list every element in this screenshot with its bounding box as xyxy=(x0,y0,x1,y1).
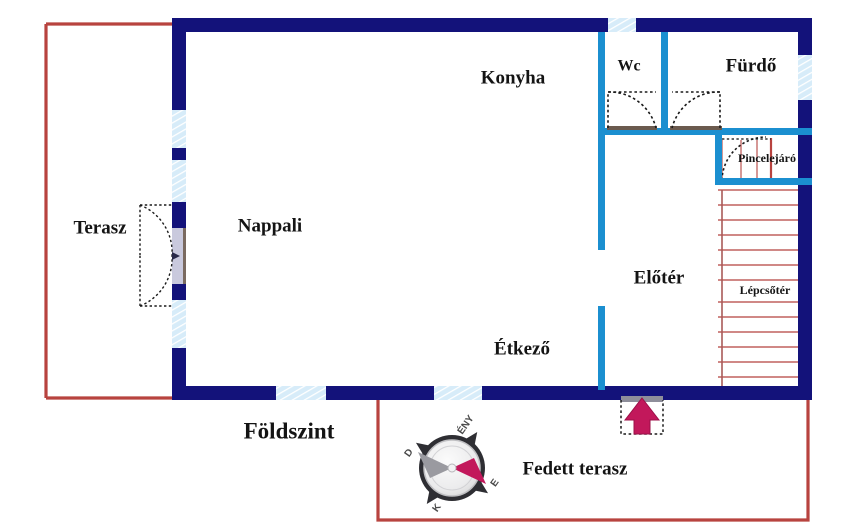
room-label-eloter: Előtér xyxy=(634,267,685,288)
door-furdo xyxy=(670,91,722,130)
page-title: Földszint xyxy=(244,418,335,443)
wall-wc-furdo xyxy=(661,32,668,128)
room-label-konyha: Konyha xyxy=(481,67,546,88)
wall-below-bath xyxy=(598,128,812,135)
wall-eloter-lower xyxy=(598,306,605,390)
wall-eloter-upper xyxy=(598,128,605,250)
room-label-fedett-terasz: Fedett terasz xyxy=(523,458,629,479)
main-entrance-arrow xyxy=(620,396,664,435)
wall-konyha-wc xyxy=(598,32,605,128)
room-label-pincelejaro: Pincelejáró xyxy=(738,151,796,165)
room-labels: Terasz Nappali Konyha Wc Fürdő Pincelejá… xyxy=(73,55,796,479)
door-wc xyxy=(607,91,657,130)
room-label-nappali: Nappali xyxy=(238,215,302,236)
room-fedett-terasz-outline xyxy=(376,400,810,522)
wall-pincelejaro-bottom xyxy=(715,178,812,185)
door-terasz-double xyxy=(139,204,186,307)
window-right xyxy=(798,55,812,100)
room-label-etkezo: Étkező xyxy=(494,337,550,359)
staircase-lepcsoter xyxy=(718,189,808,395)
wall-pincelejaro-left xyxy=(715,128,722,184)
room-label-furdo: Fürdő xyxy=(726,55,777,76)
window-top xyxy=(608,18,636,32)
interior-walls xyxy=(598,32,812,390)
window-bottom-right xyxy=(434,386,482,400)
window-left-bottom xyxy=(172,300,186,348)
room-label-lepcsoter: Lépcsőtér xyxy=(740,283,791,297)
window-left-lower xyxy=(172,160,186,202)
windows xyxy=(172,18,812,400)
room-terasz-outline xyxy=(44,22,178,400)
window-bottom-left xyxy=(276,386,326,400)
room-label-wc: Wc xyxy=(617,58,640,75)
window-left-upper xyxy=(172,110,186,148)
room-label-terasz: Terasz xyxy=(73,217,127,238)
compass-rose: ÉNY D K E xyxy=(403,412,502,514)
